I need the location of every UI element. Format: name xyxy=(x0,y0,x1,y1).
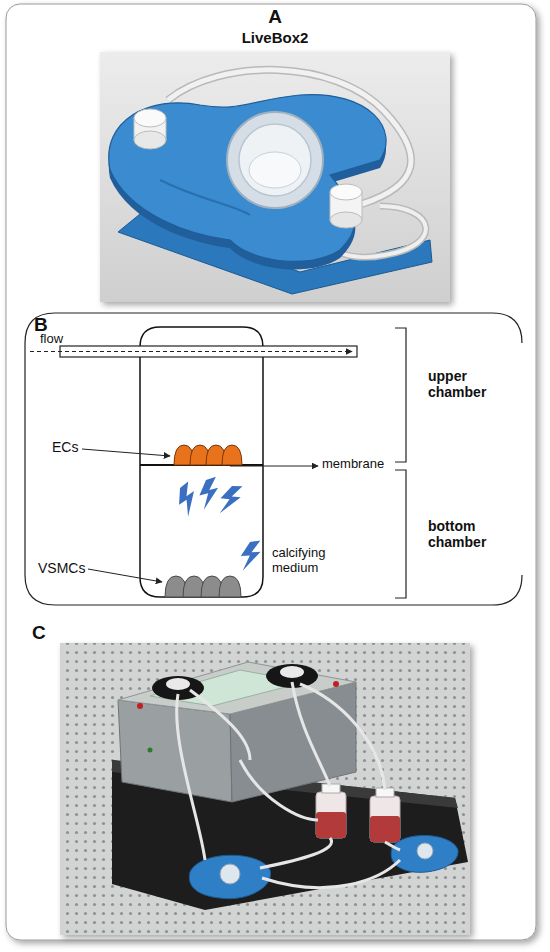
setup-photo xyxy=(370,796,400,842)
panel-heading: C xyxy=(32,622,62,644)
setup-photo xyxy=(118,662,356,714)
setup-photo xyxy=(148,748,153,753)
figure-frame xyxy=(6,4,536,940)
tubing xyxy=(190,690,250,760)
setup-photo xyxy=(417,843,433,859)
cell-label: VSMCs xyxy=(38,560,98,576)
lightning-symbol xyxy=(216,481,245,518)
chamber-label: bottom chamber xyxy=(428,518,504,550)
lightning-symbol xyxy=(173,477,263,574)
tubing xyxy=(177,682,400,888)
livebox-photo xyxy=(109,95,386,262)
leader-line xyxy=(230,466,318,467)
livebox-photo xyxy=(239,124,311,196)
tubing xyxy=(385,842,400,850)
setup-photo xyxy=(60,643,470,935)
chamber-schematic xyxy=(30,351,352,352)
livebox-photo xyxy=(100,52,450,302)
setup-photo xyxy=(118,700,232,802)
chamber-label: upper chamber xyxy=(428,368,504,400)
tubing xyxy=(177,694,205,860)
livebox-photo xyxy=(134,109,166,127)
setup-photo xyxy=(112,662,468,910)
bracket xyxy=(395,328,406,462)
lightning-symbol xyxy=(238,538,262,574)
setup-photo xyxy=(316,812,346,838)
setup-photo xyxy=(166,678,190,690)
cell-label: ECs xyxy=(52,439,92,455)
setup-photo xyxy=(391,835,458,872)
setup-photo xyxy=(280,666,304,678)
flow-label: flow xyxy=(40,332,100,347)
endothelial-cells xyxy=(222,445,242,465)
livebox-photo xyxy=(100,52,450,302)
livebox-photo xyxy=(134,131,166,149)
tubing xyxy=(260,838,332,868)
photo-panel: ALiveBox2 xyxy=(100,52,450,302)
figure-frame xyxy=(6,4,536,940)
lightning-symbol xyxy=(173,481,202,518)
livebox-photo xyxy=(330,212,362,228)
membrane-label: membrane xyxy=(322,457,412,472)
photo-panel: C xyxy=(60,643,470,935)
panel-frame-outline xyxy=(25,313,522,605)
setup-photo xyxy=(137,703,143,709)
livebox-photo xyxy=(109,70,432,294)
setup-photo xyxy=(370,816,400,842)
tubing xyxy=(240,760,318,820)
tubing xyxy=(262,860,400,888)
endothelial-cells xyxy=(174,445,242,465)
chamber-schematic xyxy=(140,465,263,597)
bracket xyxy=(395,470,406,598)
setup-photo xyxy=(189,855,270,898)
lightning-symbol xyxy=(199,477,218,510)
setup-photo xyxy=(316,792,346,838)
livebox-photo xyxy=(227,112,323,208)
setup-photo xyxy=(333,681,339,687)
panel-heading: A xyxy=(100,6,450,28)
bracket xyxy=(395,328,406,598)
leader-line xyxy=(82,449,170,456)
medium-label: calcifying medium xyxy=(272,546,356,576)
panel-heading: LiveBox2 xyxy=(100,29,450,46)
smooth-muscle-cells xyxy=(219,576,241,597)
livebox-photo xyxy=(330,184,362,200)
livebox-photo xyxy=(249,152,301,188)
smooth-muscle-cells xyxy=(165,576,241,597)
setup-photo xyxy=(60,643,470,935)
setup-photo xyxy=(220,864,240,884)
leader-line xyxy=(88,569,162,582)
tubing xyxy=(300,684,385,790)
